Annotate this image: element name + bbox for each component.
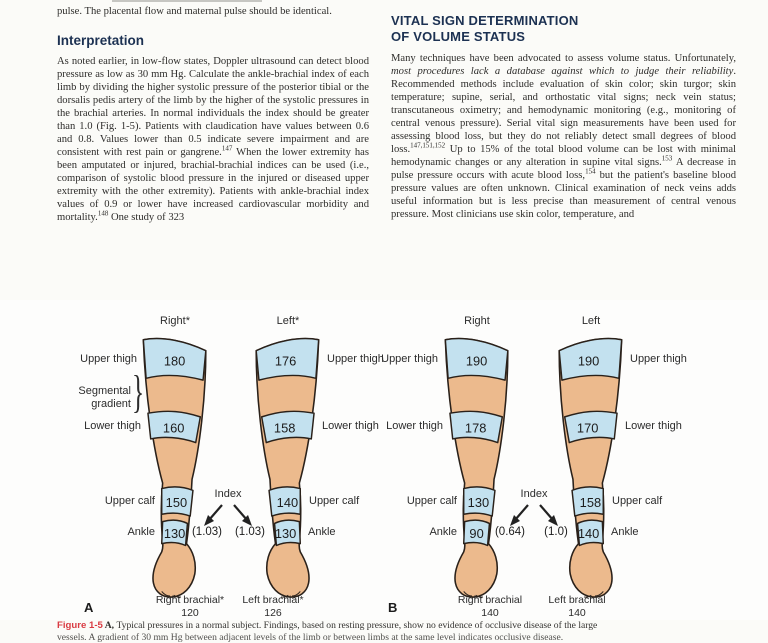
- cuff-value-upper-thigh: 176: [275, 353, 296, 368]
- index-value: (1.0): [534, 526, 578, 538]
- label-ankle: Ankle: [611, 526, 639, 538]
- label-lower-thigh: Lower thigh: [322, 420, 379, 432]
- label-upper-thigh: Upper thigh: [327, 353, 384, 365]
- cuff-value-lower-thigh: 160: [163, 421, 184, 436]
- figure-caption-tag: Figure 1-5: [57, 620, 103, 631]
- label-upper-calf: Upper calf: [407, 495, 457, 507]
- index-value: (1.03): [228, 526, 272, 538]
- leg-illustration: 180 160 150 130: [136, 334, 215, 610]
- brachial-pressure: Left brachial* 126: [208, 594, 338, 620]
- leg-diagram-b-right: 190 178 130 90: [438, 334, 517, 610]
- cuff-value-upper-calf: 130: [468, 495, 489, 510]
- figure-caption-line1: A, Typical pressures in a normal subject…: [103, 620, 597, 631]
- cuff-value-lower-thigh: 170: [577, 421, 598, 436]
- vital-sign-heading: VITAL SIGN DETERMINATION OF VOLUME STATU…: [391, 13, 736, 45]
- figure-caption-line2-clipped: vessels. A gradient of 30 mm Hg between …: [57, 632, 737, 643]
- vital-sign-heading-line2: OF VOLUME STATUS: [391, 29, 525, 44]
- index-value: (1.03): [185, 526, 229, 538]
- cuff-value-ankle: 90: [469, 526, 483, 541]
- label-ankle: Ankle: [127, 526, 155, 538]
- label-upper-calf: Upper calf: [309, 495, 359, 507]
- interpretation-heading: Interpretation: [57, 33, 369, 48]
- brachial-pressure: Left brachial 140: [512, 594, 642, 620]
- left-column: pulse. The placental flow and maternal p…: [57, 0, 369, 224]
- leg-diagram-a-left: 176 158 140 130: [247, 334, 326, 610]
- cuff-value-upper-calf: 140: [277, 495, 298, 510]
- leg-diagram-b-left: 190 170 158 140: [550, 334, 629, 610]
- right-paragraph-1: Many techniques have been advocated to a…: [391, 52, 736, 221]
- leg-header: Right: [447, 315, 507, 327]
- label-lower-thigh: Lower thigh: [386, 420, 443, 432]
- leg-diagram-a-right: 180 160 150 130: [136, 334, 215, 610]
- index-value: (0.64): [488, 526, 532, 538]
- label-upper-calf: Upper calf: [105, 495, 155, 507]
- index-label: Index: [200, 488, 256, 500]
- cuff-value-upper-calf: 158: [580, 495, 601, 510]
- label-upper-calf: Upper calf: [612, 495, 662, 507]
- panel-letter-a: A: [84, 600, 93, 615]
- leg-header: Left*: [258, 315, 318, 327]
- label-segmental-gradient: Segmental gradient: [78, 385, 131, 411]
- label-ankle: Ankle: [429, 526, 457, 538]
- cuff-value-ankle: 130: [164, 526, 185, 541]
- cuff-value-upper-thigh: 180: [164, 353, 185, 368]
- label-upper-thigh: Upper thigh: [630, 353, 687, 365]
- leg-illustration: 190 178 130 90: [438, 334, 517, 610]
- leg-header: Right*: [145, 315, 205, 327]
- figure-1-5: Right* Left* Right Left 180 160 150 130 …: [0, 300, 768, 620]
- label-lower-thigh: Lower thigh: [84, 420, 141, 432]
- left-paragraph-2: As noted earlier, in low-flow states, Do…: [57, 55, 369, 224]
- cuff-value-upper-thigh: 190: [466, 353, 487, 368]
- right-column: VITAL SIGN DETERMINATION OF VOLUME STATU…: [391, 0, 736, 221]
- index-label: Index: [506, 488, 562, 500]
- vital-sign-heading-line1: VITAL SIGN DETERMINATION: [391, 13, 579, 28]
- leg-header: Left: [561, 315, 621, 327]
- cuff-value-upper-calf: 150: [166, 495, 187, 510]
- segmental-gradient-brace: }: [132, 372, 144, 412]
- panel-letter-b: B: [388, 600, 397, 615]
- left-paragraph-1: pulse. The placental flow and maternal p…: [57, 5, 369, 18]
- cuff-value-lower-thigh: 158: [274, 421, 295, 436]
- label-upper-thigh: Upper thigh: [80, 353, 137, 365]
- cuff-value-ankle: 130: [275, 526, 296, 541]
- leg-illustration: 176 158 140 130: [247, 334, 326, 610]
- cuff-value-lower-thigh: 178: [465, 421, 486, 436]
- label-ankle: Ankle: [308, 526, 336, 538]
- leg-illustration: 190 170 158 140: [550, 334, 629, 610]
- cuff-value-upper-thigh: 190: [578, 353, 599, 368]
- cuff-value-ankle: 140: [578, 526, 599, 541]
- label-lower-thigh: Lower thigh: [625, 420, 682, 432]
- label-upper-thigh: Upper thigh: [381, 353, 438, 365]
